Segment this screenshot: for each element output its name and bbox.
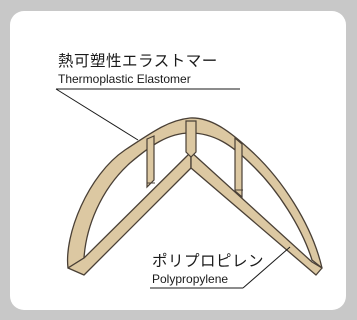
- rib-right-outer: [234, 136, 243, 199]
- leader-tpe-pointer: [55, 88, 139, 141]
- tpe-label-english: Thermoplastic Elastomer: [58, 72, 191, 86]
- right-leg: [190, 151, 323, 276]
- rib-left-outer: [146, 135, 155, 189]
- figure-panel: [10, 11, 346, 310]
- leader-pp-pointer: [242, 246, 291, 289]
- pp-label-english: Polypropylene: [152, 272, 229, 286]
- rib-center: [185, 120, 197, 158]
- tpe-label-japanese: 熱可塑性エラストマー: [58, 52, 218, 70]
- pp-label-japanese: ポリプロピレン: [152, 252, 265, 270]
